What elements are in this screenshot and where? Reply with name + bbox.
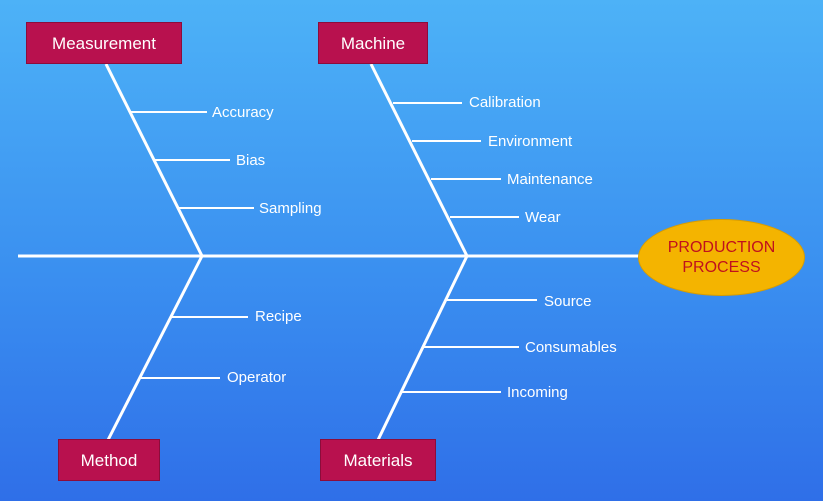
method-category-label: Method: [80, 451, 138, 470]
machine-category-box: Machine: [318, 22, 428, 64]
materials-category-box: Materials: [320, 439, 436, 481]
effect-label-line1: PRODUCTION: [667, 238, 776, 256]
machine-bone: [369, 63, 469, 257]
cause-accuracy: Accuracy: [212, 104, 274, 121]
effect-label-line2: PROCESS: [682, 258, 761, 276]
cause-consumables: Consumables: [525, 339, 617, 356]
cause-environment: Environment: [488, 133, 573, 150]
measurement-category-box: Measurement: [26, 22, 182, 64]
machine-category-label: Machine: [340, 34, 406, 53]
measurement-category-label: Measurement: [52, 34, 156, 53]
cause-incoming: Incoming: [507, 384, 568, 401]
cause-source: Source: [544, 293, 592, 310]
cause-calibration: Calibration: [469, 94, 541, 111]
effect-ellipse: PRODUCTION PROCESS: [638, 219, 805, 296]
cause-recipe: Recipe: [255, 308, 302, 325]
method-category-box: Method: [58, 439, 160, 481]
materials-bone: [376, 255, 469, 441]
materials-category-label: Materials: [343, 451, 413, 470]
cause-maintenance: Maintenance: [507, 171, 593, 188]
cause-sampling: Sampling: [259, 200, 322, 217]
cause-operator: Operator: [227, 369, 287, 386]
method-bone: [106, 255, 204, 441]
cause-bias: Bias: [236, 152, 266, 169]
cause-wear: Wear: [525, 209, 561, 226]
